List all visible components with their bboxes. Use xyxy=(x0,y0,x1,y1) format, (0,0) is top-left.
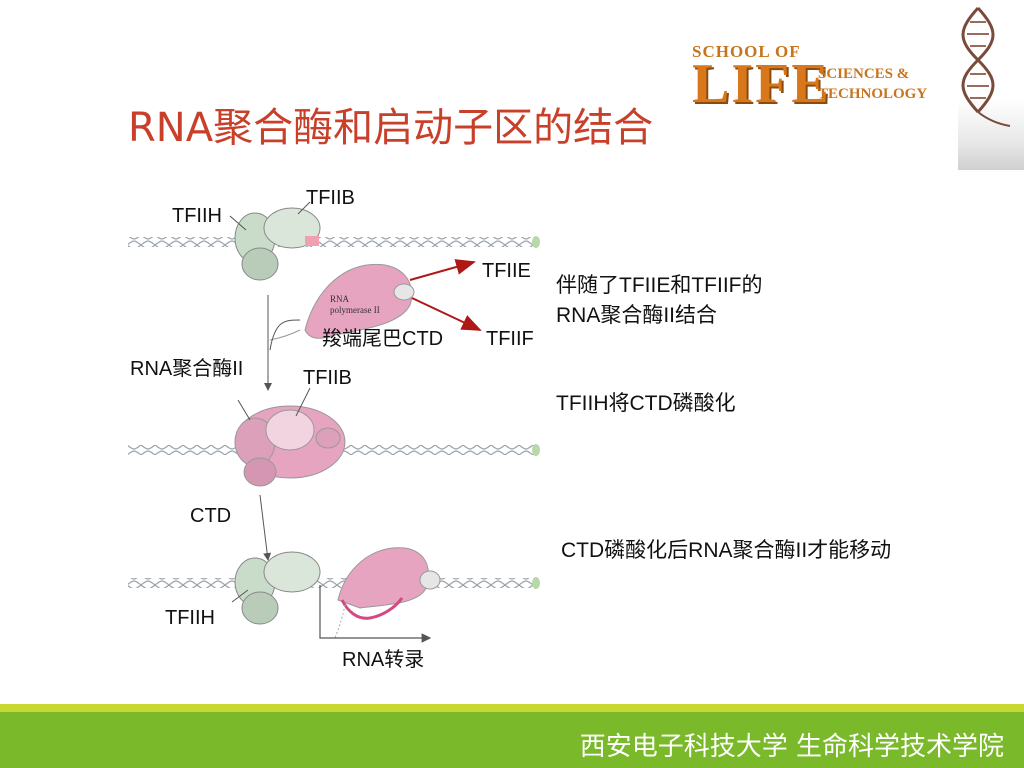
logo-life-text: LIFE xyxy=(692,53,831,115)
rna-pol-pointer xyxy=(237,399,251,421)
label-tfiih-top: TFIIH xyxy=(172,205,222,227)
note-1-line-1: 伴随了TFIIE和TFIIF的 xyxy=(556,274,763,297)
polymerase-inner-label-1: RNA xyxy=(330,294,350,304)
label-tfiib-mid: TFIIB xyxy=(303,367,352,389)
note-1-line-2: RNA聚合酶II结合 xyxy=(556,304,718,327)
dna-helix-icon xyxy=(958,6,1024,170)
polymerase-inner-label-2: polymerase II xyxy=(330,305,380,315)
tfiib-pointer-1 xyxy=(297,201,311,215)
free-rna-polymerase xyxy=(269,263,415,341)
label-tfiib-top: TFIIB xyxy=(306,187,355,209)
tfiih-pointer-1 xyxy=(229,215,247,231)
step-arrow-2 xyxy=(259,494,272,561)
note-3: CTD磷酸化后RNA聚合酶II才能移动 xyxy=(561,539,892,562)
label-tfiie: TFIIE xyxy=(482,260,531,282)
tfiih-pointer-3 xyxy=(231,589,249,603)
preinitiation-complex xyxy=(234,405,346,487)
tfiih-complex-3 xyxy=(234,551,321,625)
rna-polymerase-diagram: RNA polymerase II xyxy=(128,201,540,643)
footer-accent-line xyxy=(0,704,1024,712)
bracket-line xyxy=(269,319,301,351)
slide-title: RNA聚合酶和启动子区的结合 xyxy=(128,105,654,151)
footer-bar xyxy=(0,704,1024,768)
transcription-axis xyxy=(319,585,432,643)
logo-sciences-text: SCIENCES & xyxy=(818,66,910,82)
dna-strand-1 xyxy=(128,236,540,248)
moving-rna-polymerase xyxy=(334,547,441,639)
footer-institution: 西安电子科技大学 生命科学技术学院 xyxy=(579,732,1004,762)
tfiif-arrow xyxy=(411,297,482,331)
note-2: TFIIH将CTD磷酸化 xyxy=(556,392,736,415)
tfiib-pointer-2 xyxy=(295,387,311,417)
label-rna-transcription: RNA转录 xyxy=(342,649,425,671)
logo-technology-text: TECHNOLOGY xyxy=(818,86,928,102)
tfiie-arrow xyxy=(409,259,476,281)
label-tfiif: TFIIF xyxy=(486,328,534,350)
dna-strand-3 xyxy=(128,577,540,589)
label-tfiih-bottom: TFIIH xyxy=(165,607,215,629)
label-rna-pol-ii: RNA聚合酶II xyxy=(130,358,244,380)
label-ctd: CTD xyxy=(190,505,232,527)
logo-school-text: SCHOOL OF xyxy=(692,42,801,61)
label-ctd-tail: 羧端尾巴CTD xyxy=(322,328,444,350)
tfiih-tfiib-complex-1 xyxy=(234,207,321,281)
